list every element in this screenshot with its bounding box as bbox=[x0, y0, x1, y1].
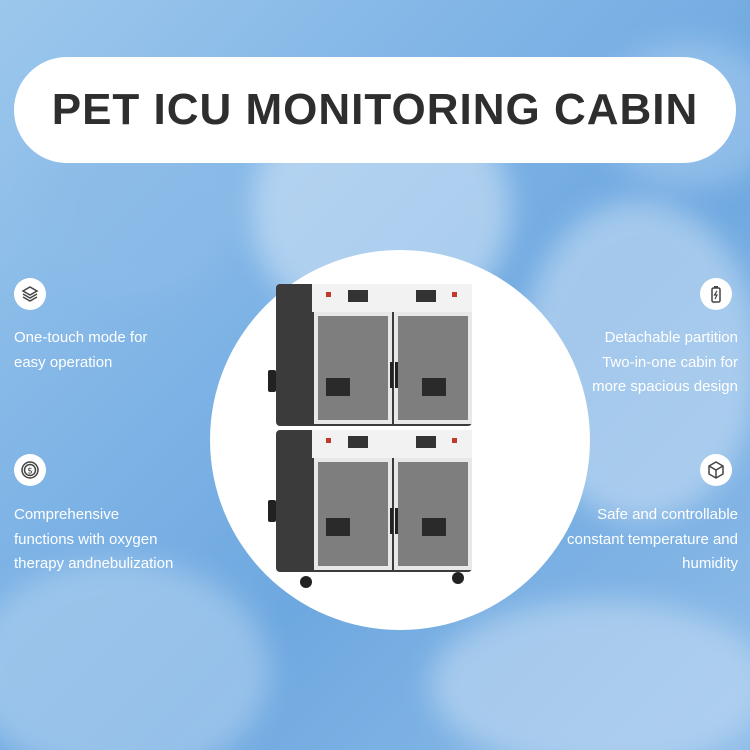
layers-icon bbox=[14, 278, 46, 310]
feature-line: One-touch mode for bbox=[14, 329, 148, 346]
feature-line: more spacious design bbox=[592, 378, 738, 395]
page-title: PET ICU MONITORING CABIN bbox=[51, 85, 699, 134]
cube-icon bbox=[700, 454, 732, 486]
feature-line: constant temperature and bbox=[567, 530, 738, 548]
feature-temperature-humidity: Safe and controllable constant temperatu… bbox=[567, 503, 738, 577]
dollar-coin-icon: $ bbox=[14, 454, 46, 486]
svg-text:$: $ bbox=[27, 467, 33, 477]
feature-easy-operation: One-touch mode for easy operation bbox=[14, 326, 147, 375]
icu-cabinet-image bbox=[268, 284, 472, 588]
feature-line: Two-in-one cabin for bbox=[602, 353, 738, 371]
feature-detachable-partition: Detachable partition Two-in-one cabin fo… bbox=[592, 326, 738, 400]
feature-oxygen-therapy: Comprehensive functions with oxygen ther… bbox=[14, 503, 173, 577]
feature-line: Safe and controllable bbox=[597, 506, 738, 523]
title-banner: PET ICU MONITORING CABIN bbox=[14, 57, 736, 163]
feature-line: functions with oxygen bbox=[14, 530, 158, 548]
feature-line: Comprehensive bbox=[14, 506, 120, 523]
feature-line: humidity bbox=[682, 555, 738, 572]
feature-line: therapy andnebulization bbox=[14, 555, 174, 572]
feature-line: Detachable partition bbox=[604, 329, 738, 346]
feature-line: easy operation bbox=[14, 353, 113, 371]
battery-icon bbox=[700, 278, 732, 310]
